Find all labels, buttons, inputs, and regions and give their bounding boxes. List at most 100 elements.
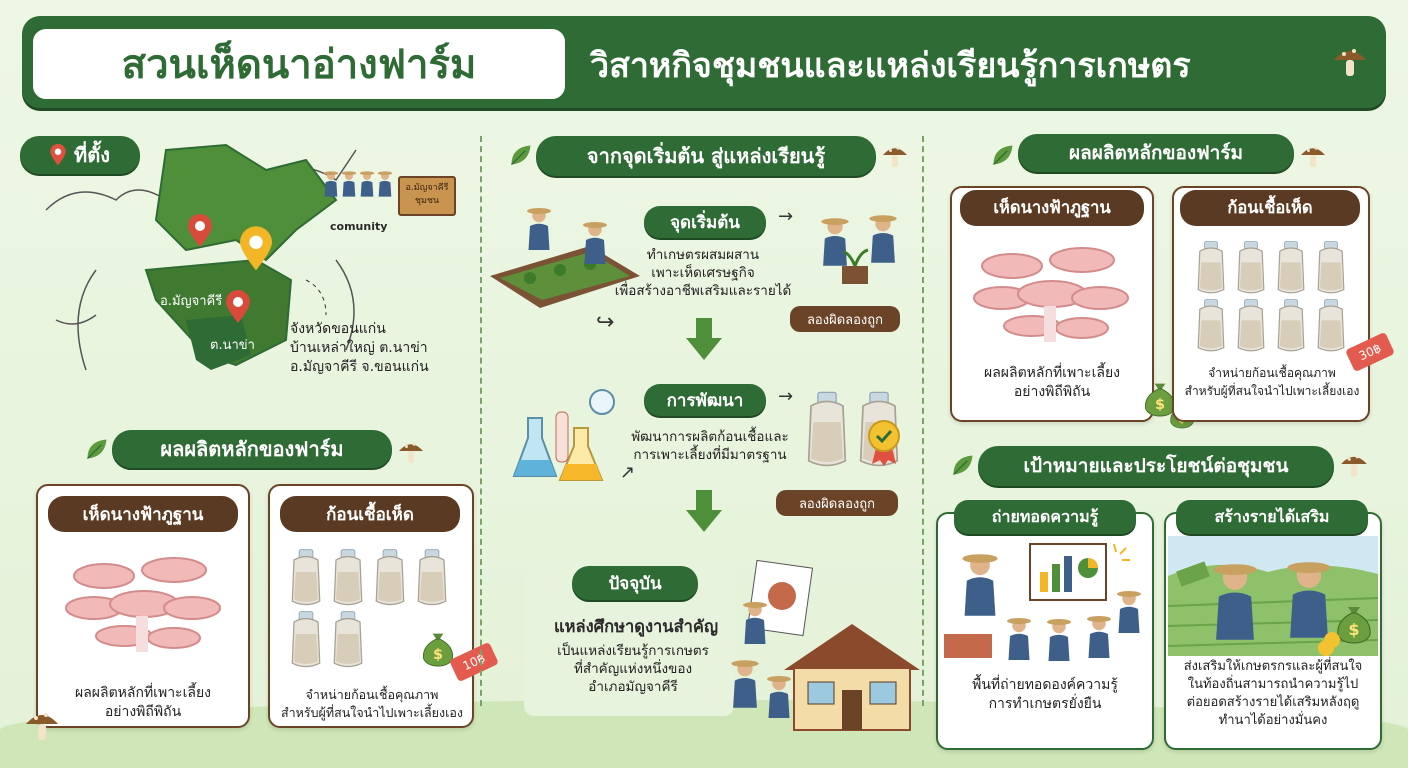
product-desc: จำหน่ายก้อนเชื้อคุณภาพ สำหรับผู้ที่สนใจน… (1174, 364, 1370, 400)
spawn-bag-icon (286, 548, 326, 608)
desc-line: อำเภอมัญจาคีรี (588, 679, 678, 695)
oyster-mushroom-illustration (972, 236, 1132, 346)
spawn-bag-icon (1232, 240, 1270, 296)
desc-line: พื้นที่ถ่ายทอดองค์ความรู้ (972, 677, 1118, 693)
village-signboard: อ.มัญจาคีรี ชุมชน (398, 176, 456, 216)
oyster-mushroom-illustration (64, 546, 224, 656)
spawn-bag-icon (1312, 240, 1350, 296)
spawn-bag-icon (1272, 240, 1310, 296)
arrow-down-icon (684, 318, 724, 362)
goal-desc: พื้นที่ถ่ายทอดองค์ความรู้ การทำเกษตรยั่ง… (940, 676, 1150, 714)
map-label-district: อ.มัญจาคีรี (160, 294, 223, 309)
step-present-desc: เป็นแหล่งเรียนรู้การเกษตร ที่สำคัญแห่งหน… (528, 642, 738, 696)
desc-line: อย่างพิถีพิถัน (1013, 384, 1091, 400)
desc-line: การเพาะเลี้ยงที่มีมาตรฐาน (633, 447, 787, 463)
person-icon (340, 170, 358, 198)
spawn-bags-illustration (1192, 240, 1354, 354)
journey-heading: จากจุดเริ่มต้น สู่แหล่งเรียนรู้ (536, 136, 876, 176)
product-title: เห็ดนางฟ้าภูฐาน (960, 190, 1144, 226)
page-title: สวนเห็ดนาอ่างฟาร์ม (30, 26, 568, 102)
farmers-planting-illustration (490, 208, 640, 308)
map-label-subdistrict: ต.นาข่า (210, 338, 255, 353)
step-present-title: ปัจจุบัน (572, 566, 698, 600)
products-right-heading: ผลผลิตหลักของฟาร์ม (1018, 134, 1294, 172)
address-line: อ.มัญจาคีรี จ.ขอนแก่น (290, 359, 429, 375)
quality-badge-icon (868, 420, 900, 466)
desc-line: เพาะเห็ดเศรษฐกิจ (651, 265, 755, 281)
desc-line: การทำเกษตรยั่งยืน (988, 696, 1102, 712)
product-desc: ผลผลิตหลักที่เพาะเลี้ยง อย่างพิถีพิถัน (40, 684, 246, 722)
mushroom-icon (396, 436, 426, 466)
person-icon (358, 170, 376, 198)
desc-line: ผลผลิตหลักที่เพาะเลี้ยง (75, 685, 211, 701)
spawn-bag-icon (804, 390, 850, 470)
desc-line: ในท้องถิ่นสามารถนำความรู้ไป (1187, 677, 1359, 692)
mushroom-icon (22, 704, 62, 744)
address-line: จังหวัดขอนแก่น (290, 321, 386, 337)
leaf-icon (990, 142, 1016, 168)
lab-flasks-illustration (512, 389, 615, 481)
desc-line: อย่างพิถีพิถัน (104, 704, 182, 720)
desc-line: เป็นแหล่งเรียนรู้การเกษตร (557, 643, 709, 659)
spawn-bag-icon (1192, 240, 1230, 296)
products-left-heading: ผลผลิตหลักของฟาร์ม (112, 430, 392, 468)
spawn-bag-icon (286, 610, 326, 670)
desc-line: เพื่อสร้างอาชีพเสริมและรายได้ (614, 283, 792, 299)
location-heading-label: ที่ตั้ง (74, 143, 110, 167)
step-start-desc: ทำเกษตรผสมผสาน เพาะเห็ดเศรษฐกิจ เพื่อสร้… (592, 246, 814, 300)
desc-line: สำหรับผู้ที่สนใจนำไปเพาะเลี้ยงเอง (281, 705, 463, 720)
farmers-income-illustration (1168, 536, 1378, 656)
page-subtitle: วิสาหกิจชุมชนและแหล่งเรียนรู้การเกษตร (590, 46, 1191, 86)
community-illustration (322, 170, 394, 198)
arrow-right-icon: → (778, 206, 794, 227)
spawn-bag-icon (1232, 298, 1270, 354)
community-label: comunity (330, 220, 388, 233)
map-pin-icon (188, 214, 212, 248)
desc-line: ที่สำคัญแห่งหนึ่งของ (573, 661, 693, 677)
column-divider (480, 136, 482, 706)
desc-line: จำหน่ายก้อนเชื้อคุณภาพ (1208, 366, 1336, 380)
goal-desc: ส่งเสริมให้เกษตรกรและผู้ที่สนใจ ในท้องถิ… (1166, 658, 1380, 730)
product-title: เห็ดนางฟ้าภูฐาน (48, 496, 238, 532)
mushroom-icon (880, 140, 910, 170)
mushroom-icon (1338, 448, 1370, 480)
location-map (45, 143, 357, 371)
step-develop-title: การพัฒนา (644, 384, 766, 416)
person-icon (376, 170, 394, 198)
product-desc: ผลผลิตหลักที่เพาะเลี้ยง อย่างพิถีพิถัน (952, 364, 1152, 402)
trial-error-badge: ลองผิดลองถูก (790, 306, 900, 332)
goals-heading: เป้าหมายและประโยชน์ต่อชุมชน (978, 446, 1334, 486)
leaf-icon (950, 452, 976, 478)
desc-line: ทำนาได้อย่างมั่นคง (1218, 713, 1328, 728)
farmhouse-visitors-illustration (731, 560, 920, 731)
step-start-title: จุดเริ่มต้น (644, 206, 766, 238)
goal-title: ถ่ายทอดความรู้ (954, 500, 1136, 534)
desc-line: ผลผลิตหลักที่เพาะเลี้ยง (984, 365, 1120, 381)
address-line: บ้านเหล่าใหญ่ ต.นาข่า (290, 340, 428, 356)
arrow-right-icon: ↗ (620, 462, 636, 483)
desc-line: ต่อยอดสร้างรายได้เสริมหลังฤดู (1186, 695, 1360, 710)
arrow-right-icon: → (778, 386, 794, 407)
column-divider (922, 136, 924, 706)
desc-line: สำหรับผู้ที่สนใจนำไปเพาะเลี้ยงเอง (1184, 384, 1360, 398)
curved-arrow-icon: ↪ (596, 310, 615, 335)
spawn-bag-icon (370, 548, 410, 608)
farmers-seedling-illustration (821, 215, 897, 284)
spawn-bag-icon (1192, 298, 1230, 354)
desc-line: จำหน่ายก้อนเชื้อคุณภาพ (305, 687, 439, 702)
mushroom-icon (1298, 140, 1328, 170)
step-present-subtitle: แหล่งศึกษาดูงานสำคัญ (553, 617, 719, 636)
trial-error-badge: ลองผิดลองถูก (776, 490, 898, 516)
mushroom-icon (1330, 40, 1370, 80)
product-title: ก้อนเชื้อเห็ด (1180, 190, 1360, 226)
desc-line: ทำเกษตรผสมผสาน (646, 247, 760, 263)
leaf-icon (508, 142, 534, 168)
spawn-bag-icon (328, 610, 368, 670)
spawn-bag-icon (1312, 298, 1350, 354)
map-pin-icon (240, 226, 272, 272)
leaf-icon (84, 436, 110, 462)
step-develop-desc: พัฒนาการผลิตก้อนเชื้อและ การเพาะเลี้ยงที… (610, 428, 810, 464)
spawn-bag-icon (412, 548, 452, 608)
person-icon (322, 170, 340, 198)
map-pin-icon (226, 290, 250, 324)
